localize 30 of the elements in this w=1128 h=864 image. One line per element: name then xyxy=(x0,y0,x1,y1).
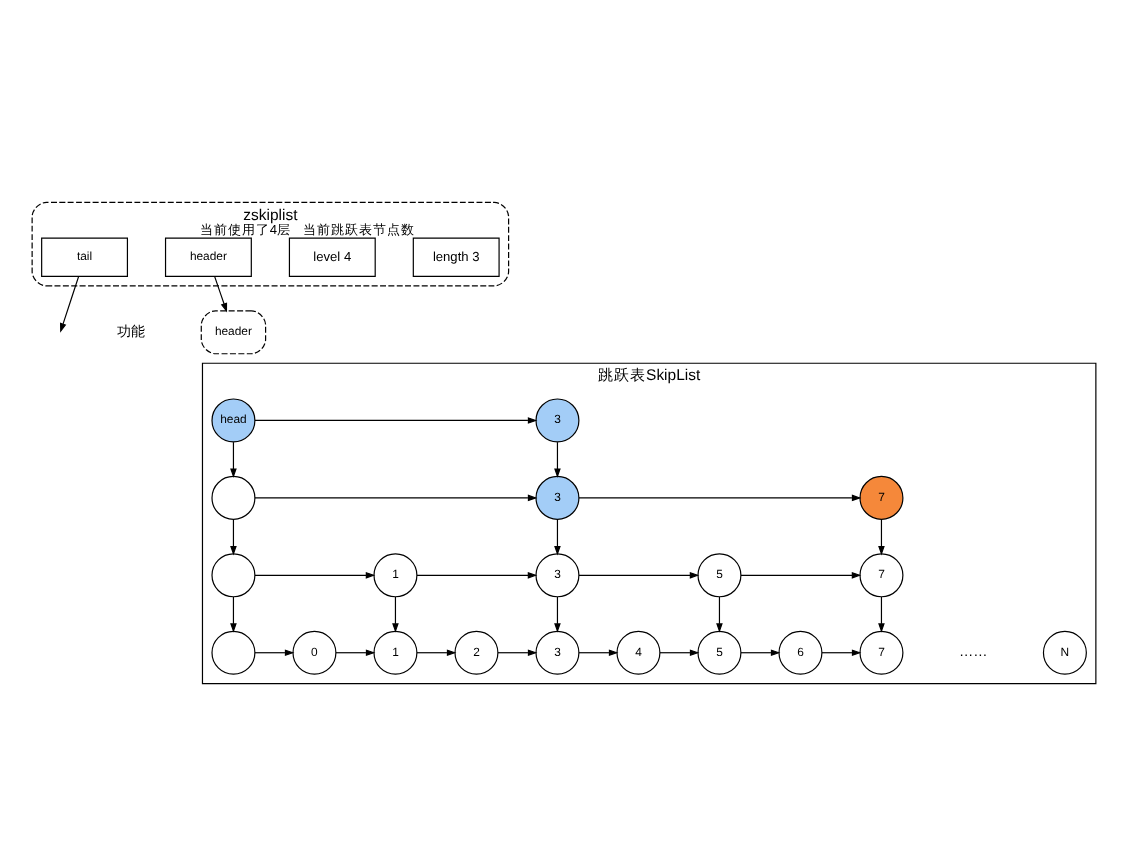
arrow xyxy=(554,440,561,477)
arrow xyxy=(60,274,80,332)
arrow xyxy=(254,570,376,578)
arrow xyxy=(214,274,228,312)
arrow xyxy=(821,648,862,656)
arrow xyxy=(497,648,538,656)
arrow xyxy=(740,648,781,656)
arrow xyxy=(230,518,237,555)
arrow xyxy=(416,648,457,656)
arrow xyxy=(578,493,862,501)
arrow xyxy=(335,648,376,656)
arrow xyxy=(578,570,700,578)
arrow xyxy=(878,518,885,555)
arrow xyxy=(878,595,885,632)
arrow xyxy=(230,440,237,477)
arrow xyxy=(578,648,619,656)
arrow xyxy=(716,595,723,632)
arrow xyxy=(230,595,237,632)
arrow xyxy=(554,595,561,632)
node-circle xyxy=(211,474,256,519)
arrow xyxy=(254,416,538,423)
node-circle xyxy=(211,552,256,597)
arrow xyxy=(392,595,399,632)
node-circle xyxy=(211,629,256,674)
arrow xyxy=(254,493,538,501)
arrow xyxy=(416,570,538,578)
arrow xyxy=(740,570,862,578)
arrow xyxy=(554,518,561,555)
arrow xyxy=(254,648,295,656)
arrow xyxy=(659,648,700,656)
